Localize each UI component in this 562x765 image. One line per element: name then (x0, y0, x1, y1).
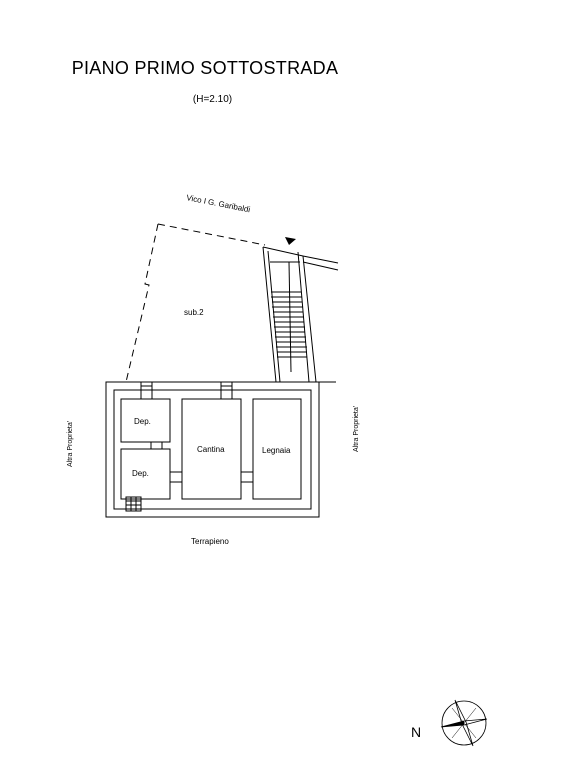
room-dep-top (120, 398, 171, 443)
bottom-label: Terrapieno (191, 537, 229, 546)
sub2-dashed-boundary (125, 223, 159, 383)
outer-wall-inner (113, 389, 312, 510)
room-cantina (181, 398, 242, 500)
entrance-arrow-icon (285, 237, 296, 245)
plan-title: PIANO PRIMO SOTTOSTRADA (71, 58, 339, 78)
stair-direction-line (288, 261, 292, 373)
outer-wall-outer (105, 381, 320, 518)
stair-top-cap (262, 246, 304, 257)
left-neighbor-label: Altra Proprieta' (67, 421, 74, 467)
top-wall-openings (140, 382, 233, 399)
right-neighbor-label: Altra Proprieta' (353, 406, 360, 452)
room-legnaia-label: Legnaia (262, 446, 291, 455)
room-dep-bottom (120, 448, 171, 500)
street-wall-lower (302, 261, 339, 271)
room-dep-top-label: Dep. (134, 417, 151, 426)
room-legnaia (252, 398, 302, 500)
street-label: Vico I G. Garibaldi (186, 193, 252, 214)
stair-wall-right-outer (302, 255, 317, 383)
stair-wall-left-outer (262, 246, 277, 383)
room-passages (150, 442, 253, 483)
sub2-label: sub.2 (184, 308, 204, 317)
room-dep-bottom-label: Dep. (132, 469, 149, 478)
north-compass-icon (440, 699, 488, 747)
small-steps (125, 496, 142, 512)
plan-height-note: (H=2.10) (192, 94, 233, 105)
north-label: N (411, 724, 421, 740)
stair-treads (271, 291, 307, 358)
room-cantina-label: Cantina (197, 445, 225, 454)
street-dashed-line (157, 223, 266, 246)
street-wall-upper (302, 255, 339, 264)
